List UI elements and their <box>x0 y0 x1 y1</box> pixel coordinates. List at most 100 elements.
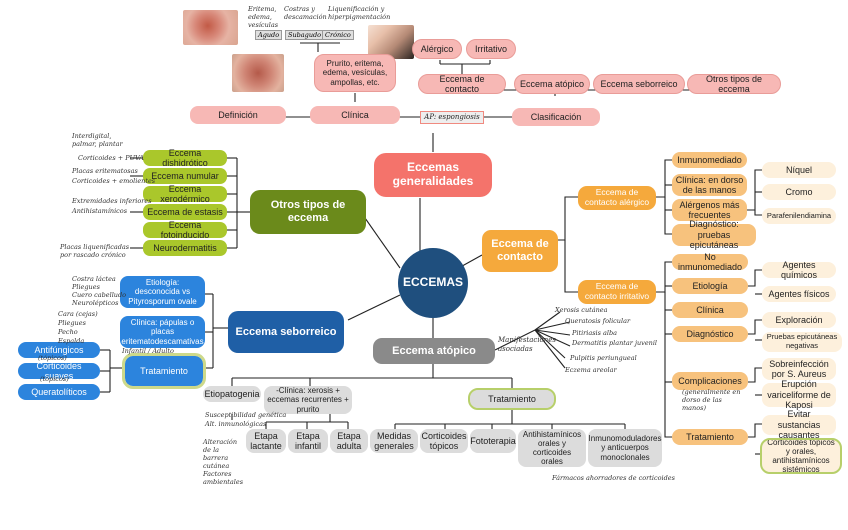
seborreico-queratoliticos: Queratolíticos <box>18 384 100 400</box>
eccema-contacto-node[interactable]: Eccema de contacto <box>482 230 558 272</box>
note-agudo: Eritema, edema, vesículas <box>248 5 279 30</box>
note-etiopat-3: Alteración de la barrera cutánea <box>203 438 238 471</box>
phase-agudo: Agudo <box>255 30 283 40</box>
irritativo-diagnostico[interactable]: Diagnóstico <box>672 326 748 342</box>
note-seb-9: Infantil / Adulto <box>122 347 174 355</box>
note-seb-5: Cara (cejas) <box>58 310 98 318</box>
clasificacion-node[interactable]: Clasificación <box>512 108 600 126</box>
irritativo-etiologia[interactable]: Etiología <box>672 278 748 294</box>
note-seb-1: Costra láctea <box>72 275 116 283</box>
note-atop-4: Dermatitis plantar juvenil <box>572 339 658 347</box>
atopico-medidas-generales[interactable]: Medidas generales <box>370 429 418 453</box>
note-atop-1: Xerosis cutánea <box>555 306 608 314</box>
clinica-node[interactable]: Clínica <box>310 106 400 124</box>
seborreico-clinica[interactable]: Clínica: pápulas o placas eritematodesca… <box>120 316 205 348</box>
alergico-diagnostico[interactable]: Diagnóstico: pruebas epicutáneas <box>672 219 756 250</box>
note-cronico: Liquenificación y hiperpigmentación <box>328 5 391 22</box>
irritativo-complicaciones[interactable]: Complicaciones <box>672 372 748 390</box>
otros-tipos-node[interactable]: Otros tipos de eccema <box>250 190 366 234</box>
note-etiopat-2: Alt. inmunológicas <box>205 420 267 428</box>
etiologia-quimicos: Agentes químicos <box>762 260 836 280</box>
diagnostico-pruebas: Pruebas epicutáneas negativas <box>762 332 842 352</box>
atopico-corticoides-topicos[interactable]: Corticoides tópicos <box>420 429 468 453</box>
eccema-fotoinducido[interactable]: Eccema fotoinducido <box>143 220 227 240</box>
note-dishidrotico-trat: Corticoides + PUVA <box>78 154 144 162</box>
note-etiopat-1: Susceptibilidad genética <box>205 411 287 419</box>
irritativo-clinica[interactable]: Clínica <box>672 302 748 318</box>
etiologia-fisicos: Agentes físicos <box>762 286 836 302</box>
class-eccema-seborreico[interactable]: Eccema seborreico <box>593 74 685 94</box>
note-atop-2: Queratosis folicular <box>565 317 631 325</box>
note-etiopat-4: Factores ambientales <box>203 470 244 487</box>
contacto-irritativo-node[interactable]: Eccema de contacto irritativo <box>578 280 656 304</box>
tratamiento-corticoides: Corticoides tópicos y orales, antihistam… <box>760 438 842 474</box>
contacto-alergico-node[interactable]: Eccema de contacto alérgico <box>578 186 656 210</box>
note-seb-2: Pliegues <box>72 283 100 291</box>
center-eccemas[interactable]: ECCEMAS <box>398 248 468 318</box>
note-corticoides: (tópicos) <box>40 375 69 383</box>
eccema-xerodermico[interactable]: Eccema xerodérmico <box>143 184 227 204</box>
note-seb-6: Pliegues <box>58 319 86 327</box>
eccema-atopico-node[interactable]: Eccema atópico <box>373 338 495 364</box>
alergico-clinica[interactable]: Clínica: en dorso de las manos <box>672 174 747 196</box>
note-seb-4: Neurolépticos <box>72 299 119 307</box>
class-eccema-contacto[interactable]: Eccema de contacto <box>418 74 506 94</box>
seborreico-etiologia[interactable]: Etiología: desconocida vs Pityrosporum o… <box>120 276 205 308</box>
complicacion-kaposi: Erupción variceliforme de Kaposi <box>762 379 836 410</box>
complicacion-sobreinfeccion: Sobreinfección por S. Aureus <box>762 358 836 380</box>
atopico-tratamiento[interactable]: Tratamiento <box>468 388 556 410</box>
alergeno-cromo: Cromo <box>762 184 836 200</box>
note-subagudo: Costras y descamación <box>284 5 327 22</box>
definicion-node[interactable]: Definición <box>190 106 286 124</box>
note-atop-ahorradores: Fármacos ahorradores de corticoides <box>552 474 675 482</box>
irritativo-no-inmunomediado[interactable]: No inmunomediado <box>672 252 748 272</box>
note-seb-3: Cuero cabelludo <box>72 291 127 299</box>
seborreico-corticoides: Corticoides suaves <box>18 361 100 381</box>
note-antifungicos: (tópicos) <box>38 354 67 362</box>
clinica-detail: Prurito, eritema, edema, vesículas, ampo… <box>314 54 396 92</box>
eccema-numular[interactable]: Eccema numular <box>143 168 227 184</box>
note-neurodermatitis: Placas liquenificadas por rascado crónic… <box>60 243 130 260</box>
note-seb-7: Pecho <box>58 328 78 336</box>
alergico-alergenos[interactable]: Alérgenos más frecuentes <box>672 199 747 221</box>
phase-subagudo: Subagudo <box>285 30 325 40</box>
note-numular-1: Placas eritematosas <box>72 167 138 175</box>
alergeno-niquel: Níquel <box>762 162 836 178</box>
note-estasis-2: Antihistamínicos <box>72 207 128 215</box>
eccema-seborreico-node[interactable]: Eccema seborreico <box>228 311 344 353</box>
atopico-antihistaminicos[interactable]: Antihistamínicos orales y corticoides or… <box>518 429 586 467</box>
complicaciones-note: (generalmente en dorso de las manos) <box>682 388 741 413</box>
atopico-inmunomoduladores[interactable]: Inmunomoduladores y anticuerpos monoclon… <box>588 429 662 467</box>
note-dishidrotico: Interdigital, palmar, plantar <box>72 132 123 149</box>
atopico-etapa-lactante[interactable]: Etapa lactante <box>246 429 286 453</box>
photo-eccema-agudo <box>183 10 238 45</box>
note-atop-5: Pulpitis periungueal <box>570 354 637 362</box>
generalidades-node[interactable]: Eccemas generalidades <box>374 153 492 197</box>
eccema-dishidrotico[interactable]: Eccema dishidrótico <box>143 148 227 168</box>
ap-note: AP: espongiosis <box>420 111 484 124</box>
atopico-etapa-infantil[interactable]: Etapa infantil <box>288 429 328 453</box>
diagnostico-exploracion: Exploración <box>762 312 836 328</box>
neurodermatitis[interactable]: Neurodermatitis <box>143 240 227 256</box>
irritativo-tratamiento[interactable]: Tratamiento <box>672 429 748 445</box>
contacto-irritativo[interactable]: Irritativo <box>466 39 516 59</box>
seborreico-antifungicos: Antifúngicos <box>18 342 100 358</box>
note-atop-3: Pitiriasis alba <box>572 329 618 337</box>
class-eccema-atopico[interactable]: Eccema atópico <box>514 74 590 94</box>
note-seb-8: Espalda <box>58 337 85 345</box>
seborreico-tratamiento[interactable]: Tratamiento <box>122 353 206 389</box>
alergeno-parafenilendiamina: Parafenilendiamina <box>762 208 836 224</box>
atopico-clinica[interactable]: -Clínica: xerosis + eccemas recurrentes … <box>264 386 352 414</box>
eccema-estasis[interactable]: Eccema de estasis <box>143 204 227 220</box>
note-estasis-1: Extremidades inferiores <box>72 197 152 205</box>
atopico-fototerapia[interactable]: Fototerapia <box>470 429 516 453</box>
atopico-etiopatogenia[interactable]: Etiopatogenia <box>203 386 261 402</box>
note-atop-6: Eczema areolar <box>565 366 617 374</box>
contacto-alergico[interactable]: Alérgico <box>412 39 462 59</box>
alergico-inmunomediado[interactable]: Inmunomediado <box>672 152 747 168</box>
photo-eccema-cronico <box>368 25 414 59</box>
class-otros-tipos[interactable]: Otros tipos de eccema <box>687 74 781 94</box>
note-atop-manifestaciones: Manifestaciones asociadas <box>498 336 557 353</box>
atopico-etapa-adulta[interactable]: Etapa adulta <box>330 429 368 453</box>
tratamiento-evitar: Evitar sustancias causantes <box>762 409 836 440</box>
